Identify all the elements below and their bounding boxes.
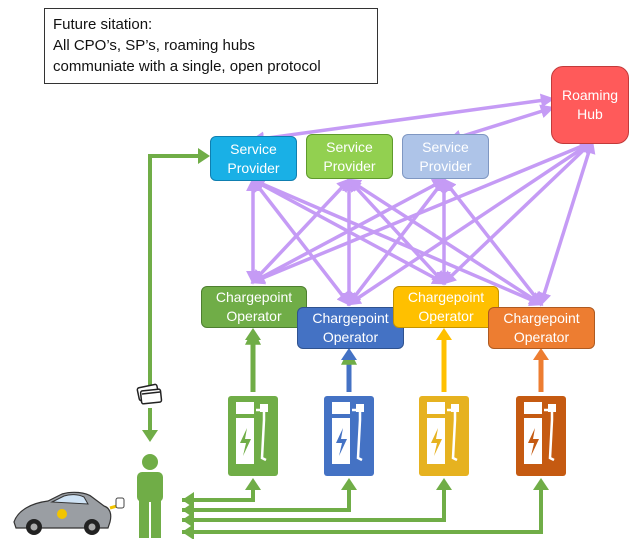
service-provider-label: Service Provider: [323, 138, 376, 174]
ev-charger-icon: [419, 396, 469, 476]
protocol-arrow: [251, 177, 351, 285]
service-provider-box-1: Service Provider: [210, 136, 297, 181]
chargepoint-operator-box-3: Chargepoint Operator: [393, 286, 499, 328]
service-provider-box-3: Service Provider: [402, 134, 489, 179]
service-provider-label: Service Provider: [227, 140, 280, 176]
roaming-hub-label: Roaming Hub: [561, 87, 619, 122]
roaming-hub-box: Roaming Hub: [551, 66, 629, 144]
chargepoint-operator-box-1: Chargepoint Operator: [201, 286, 307, 328]
user-to-charger-4-arrow: [182, 484, 543, 534]
electric-car-icon: [13, 491, 125, 535]
chargepoint-operator-label: Chargepoint Operator: [312, 310, 389, 345]
chargepoint-operator-label: Chargepoint Operator: [503, 310, 580, 345]
service-provider-label: Service Provider: [419, 138, 472, 174]
ev-charger-icon: [324, 396, 374, 476]
user-flow-arrow-heads: [142, 148, 549, 539]
caption-box: Future sitation: All CPO’s, SP’s, roamin…: [44, 8, 378, 84]
user-to-charger-2-arrow: [182, 484, 351, 512]
chargepoint-operator-label: Chargepoint Operator: [407, 289, 485, 324]
service-provider-box-2: Service Provider: [306, 134, 393, 179]
person-icon: [137, 454, 163, 538]
protocol-arrows: [246, 93, 596, 307]
charger-arrow-heads: [245, 328, 549, 360]
user-flow-arrows: [148, 154, 543, 534]
user-to-charger-3-arrow: [182, 484, 446, 522]
user-to-service-provider-arrow: [148, 154, 200, 385]
chargepoint-operator-box-4: Chargepoint Operator: [488, 307, 595, 349]
caption-line-3: communiate with a single, open protocol: [53, 58, 321, 75]
payment-card-icon: [136, 383, 163, 405]
ev-charger-icon: [516, 396, 566, 476]
caption-line-2: All CPO’s, SP’s, roaming hubs: [53, 37, 256, 54]
ev-charger-icon: [228, 396, 278, 476]
chargepoint-operator-box-2: Chargepoint Operator: [297, 307, 404, 349]
caption-line-1: Future sitation:: [53, 16, 153, 33]
protocol-arrow: [250, 93, 555, 146]
protocol-arrow: [537, 139, 596, 307]
chargepoint-operator-label: Chargepoint Operator: [215, 289, 293, 324]
